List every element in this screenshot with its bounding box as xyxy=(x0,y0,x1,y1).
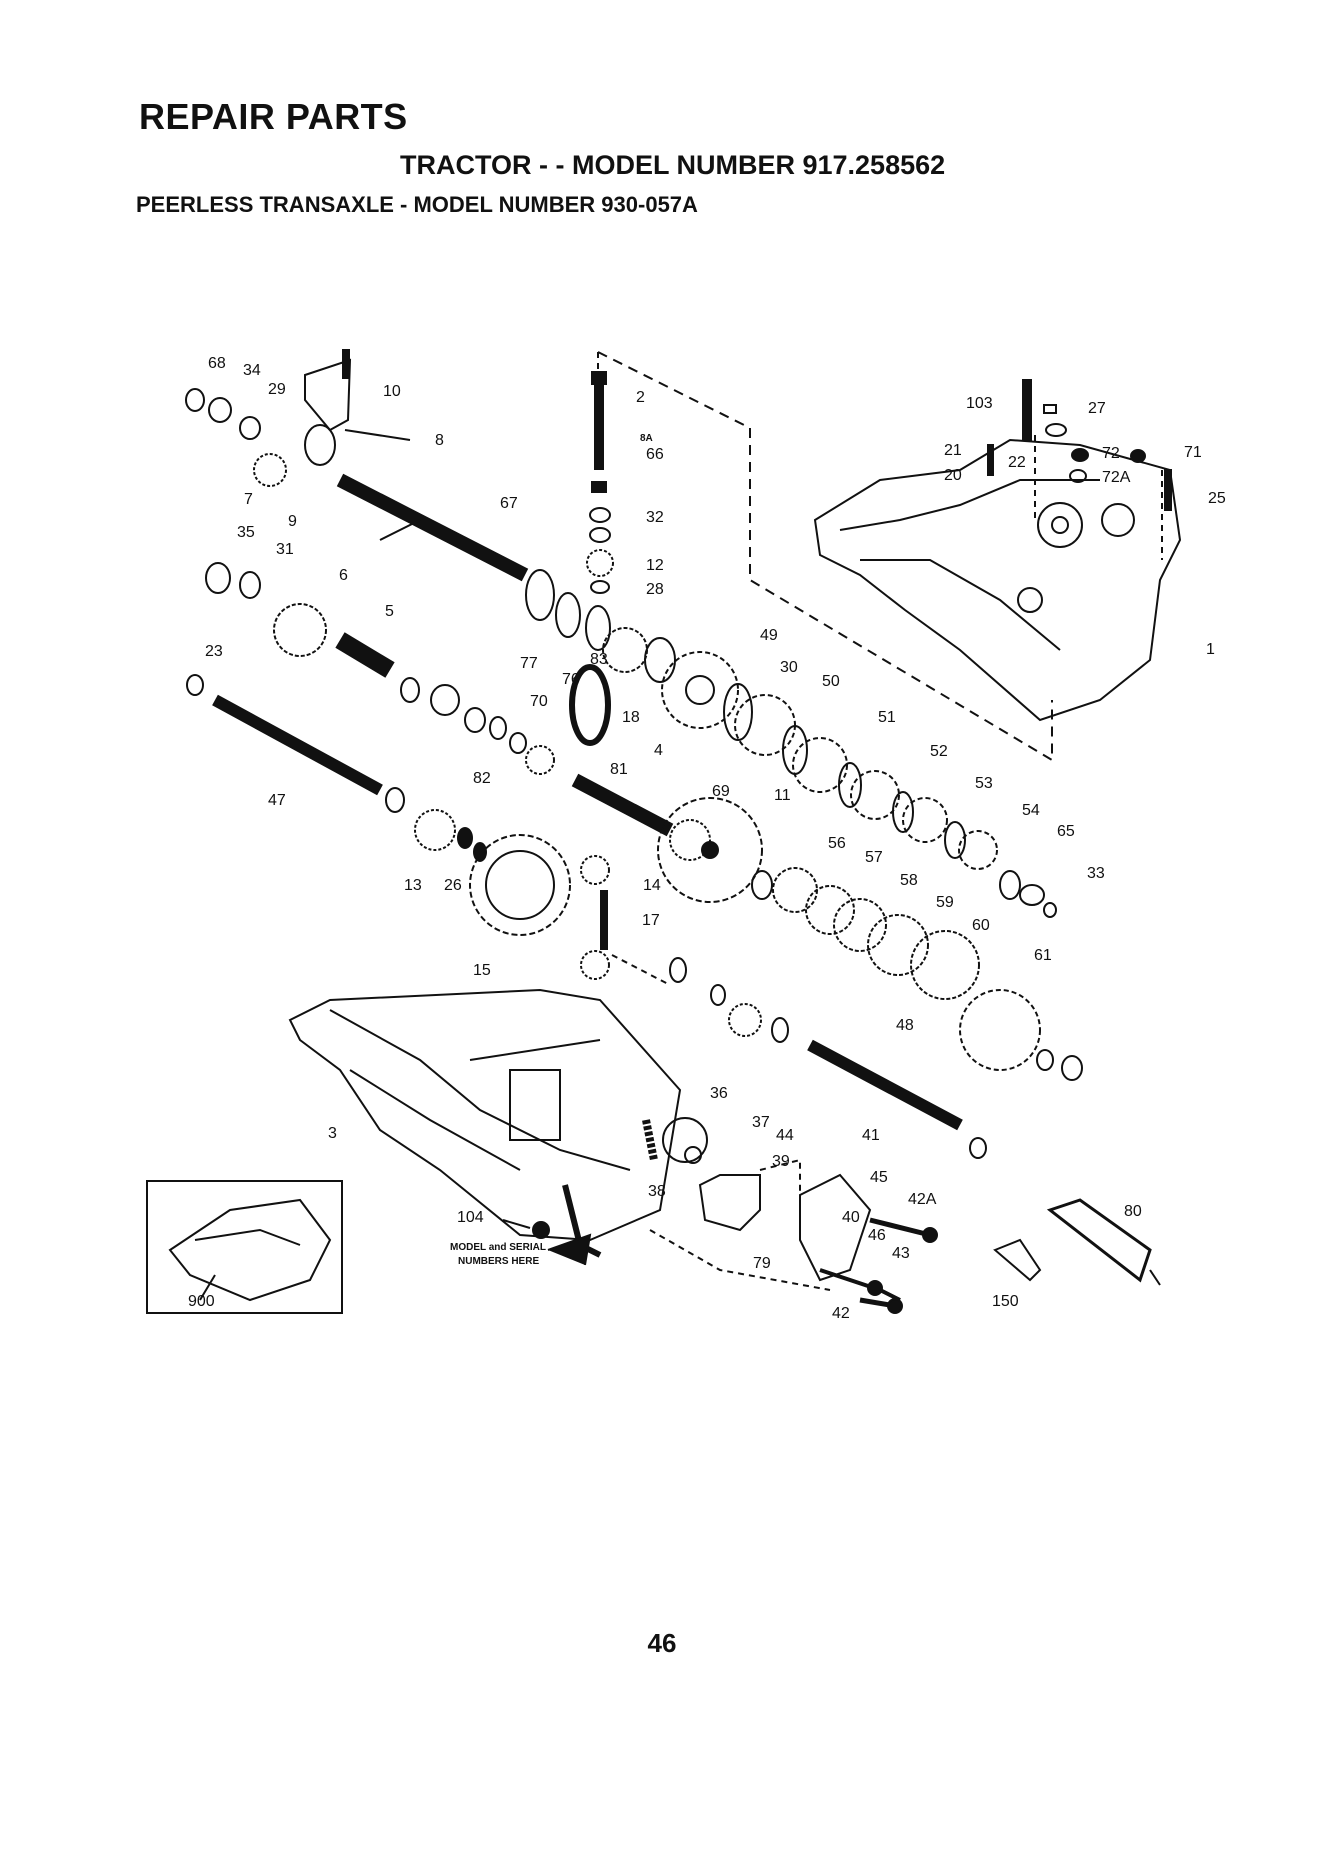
callout-label: 59 xyxy=(936,894,954,911)
callout-label: 39 xyxy=(772,1153,790,1170)
callout-label: 47 xyxy=(268,792,286,809)
callout-label: 1 xyxy=(1206,641,1215,658)
callout-label: 5 xyxy=(385,603,394,620)
callout-label: 51 xyxy=(878,709,896,726)
tractor-model-heading: TRACTOR - - MODEL NUMBER 917.258562 xyxy=(400,150,946,180)
callout-label: 14 xyxy=(643,877,661,894)
callout-label: 42A xyxy=(908,1191,937,1208)
page-number: 46 xyxy=(647,1628,677,1658)
callout-label: 77 xyxy=(520,655,538,672)
callout-label: 4 xyxy=(654,742,663,759)
callout-label: 35 xyxy=(237,524,255,541)
callout-label: 58 xyxy=(900,872,918,889)
callout-label: 25 xyxy=(1208,490,1226,507)
callout-label: 22 xyxy=(1008,454,1026,471)
callout-label: 33 xyxy=(1087,865,1105,882)
callout-label: 57 xyxy=(865,849,883,866)
callout-label: 104 xyxy=(457,1209,484,1226)
callout-label: 26 xyxy=(444,877,462,894)
callout-label: 60 xyxy=(972,917,990,934)
callout-label: 65 xyxy=(1057,823,1075,840)
callout-label: 103 xyxy=(966,395,993,412)
callout-label: 29 xyxy=(268,381,286,398)
callout-label: 43 xyxy=(892,1245,910,1262)
callout-label: 8A xyxy=(640,433,653,444)
callout-label: 61 xyxy=(1034,947,1052,964)
callout-label: 72A xyxy=(1102,469,1131,486)
callout-label: 52 xyxy=(930,743,948,760)
callout-label: 81 xyxy=(610,761,628,778)
callout-label: 6 xyxy=(339,567,348,584)
callout-label: 37 xyxy=(752,1114,770,1131)
callout-label: 15 xyxy=(473,962,491,979)
callout-label: 79 xyxy=(753,1255,771,1272)
callout-label: 69 xyxy=(712,783,730,800)
callout-label: 9 xyxy=(288,513,297,530)
callout-label: 67 xyxy=(500,495,518,512)
callout-label: 48 xyxy=(896,1017,914,1034)
numbers-here-label: NUMBERS HERE xyxy=(458,1256,539,1267)
callout-label: 13 xyxy=(404,877,422,894)
callout-label: 3 xyxy=(328,1125,337,1142)
callout-label: 8 xyxy=(435,432,444,449)
callout-label: 30 xyxy=(780,659,798,676)
callout-label: 76 xyxy=(562,671,580,688)
callout-label: 46 xyxy=(868,1227,886,1244)
callout-label: 66 xyxy=(646,446,664,463)
callout-label: 27 xyxy=(1088,400,1106,417)
callout-label: 23 xyxy=(205,643,223,660)
callout-label: 31 xyxy=(276,541,294,558)
callout-label: 20 xyxy=(944,467,962,484)
callout-label: 56 xyxy=(828,835,846,852)
callout-label: 21 xyxy=(944,442,962,459)
callout-label: 18 xyxy=(622,709,640,726)
callout-label: 49 xyxy=(760,627,778,644)
callout-label: 71 xyxy=(1184,444,1202,461)
transaxle-model-heading: PEERLESS TRANSAXLE - MODEL NUMBER 930-05… xyxy=(136,192,698,217)
callout-label: 34 xyxy=(243,362,261,379)
callout-label: 40 xyxy=(842,1209,860,1226)
callout-label: 53 xyxy=(975,775,993,792)
callout-label: 900 xyxy=(188,1293,215,1310)
callout-label: 10 xyxy=(383,383,401,400)
callout-label: 38 xyxy=(648,1183,666,1200)
callout-label: 44 xyxy=(776,1127,794,1144)
callout-label: 50 xyxy=(822,673,840,690)
callout-label: 54 xyxy=(1022,802,1040,819)
callout-label: 12 xyxy=(646,557,664,574)
callout-label: 32 xyxy=(646,509,664,526)
callout-label: 2 xyxy=(636,389,645,406)
callout-label: 72 xyxy=(1102,445,1120,462)
callout-label: 83 xyxy=(590,651,608,668)
callout-label: 28 xyxy=(646,581,664,598)
callout-label: 7 xyxy=(244,491,253,508)
callout-label: 45 xyxy=(870,1169,888,1186)
page-title: REPAIR PARTS xyxy=(139,96,408,137)
callout-label: 36 xyxy=(710,1085,728,1102)
callout-label: 42 xyxy=(832,1305,850,1322)
callout-label: 82 xyxy=(473,770,491,787)
callout-label: 68 xyxy=(208,355,226,372)
callout-label: 150 xyxy=(992,1293,1019,1310)
callout-label: 70 xyxy=(530,693,548,710)
callout-label: 41 xyxy=(862,1127,880,1144)
callout-label: 11 xyxy=(774,787,791,804)
callout-label: 80 xyxy=(1124,1203,1142,1220)
callout-label: 17 xyxy=(642,912,660,929)
model-serial-label: MODEL and SERIAL xyxy=(450,1242,546,1253)
